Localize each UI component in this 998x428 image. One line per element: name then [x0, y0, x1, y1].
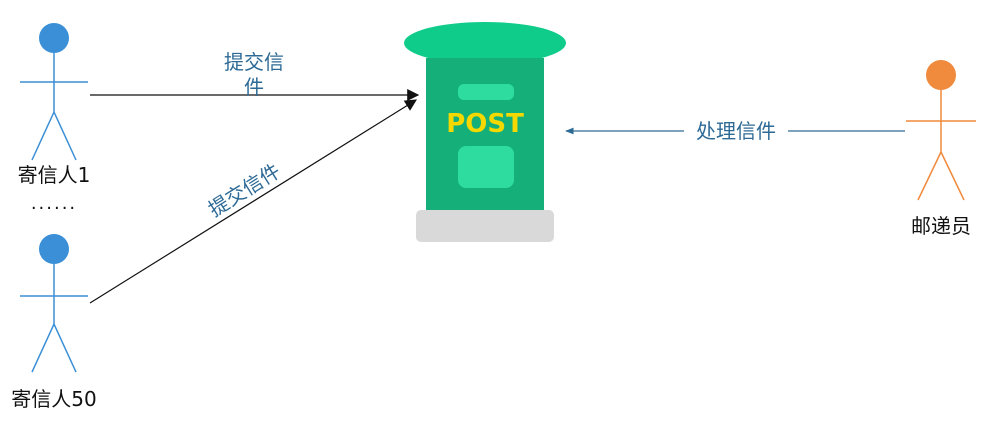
sender-1-head	[39, 23, 69, 53]
postman-actor: 邮递员	[906, 60, 976, 238]
mailbox-icon: POST	[404, 22, 566, 242]
postman-head	[926, 60, 956, 90]
mailbox-post-text: POST	[446, 109, 524, 139]
sender-50-label: 寄信人50	[11, 387, 96, 411]
edge-submit-top: 提交信 件	[90, 50, 420, 101]
mailbox-top	[404, 22, 566, 64]
edge-submit-top-label-line1: 提交信	[224, 50, 284, 74]
edge-submit-top-label-line2: 件	[244, 75, 264, 99]
edge-process: 处理信件	[565, 118, 905, 144]
postman-label: 邮递员	[911, 214, 971, 238]
sender-1-label: 寄信人1	[18, 163, 91, 187]
sender-1-actor: 寄信人1	[18, 23, 91, 187]
sender-50-actor: 寄信人50	[11, 234, 97, 411]
edge-submit-bottom: 提交信件	[89, 99, 418, 304]
mailbox-slot	[458, 84, 514, 100]
sender-50-head	[39, 234, 69, 264]
ellipsis-text: ······	[31, 198, 77, 219]
mailbox-door	[458, 146, 514, 188]
mailbox-base	[416, 210, 554, 242]
edge-process-label: 处理信件	[696, 119, 776, 143]
